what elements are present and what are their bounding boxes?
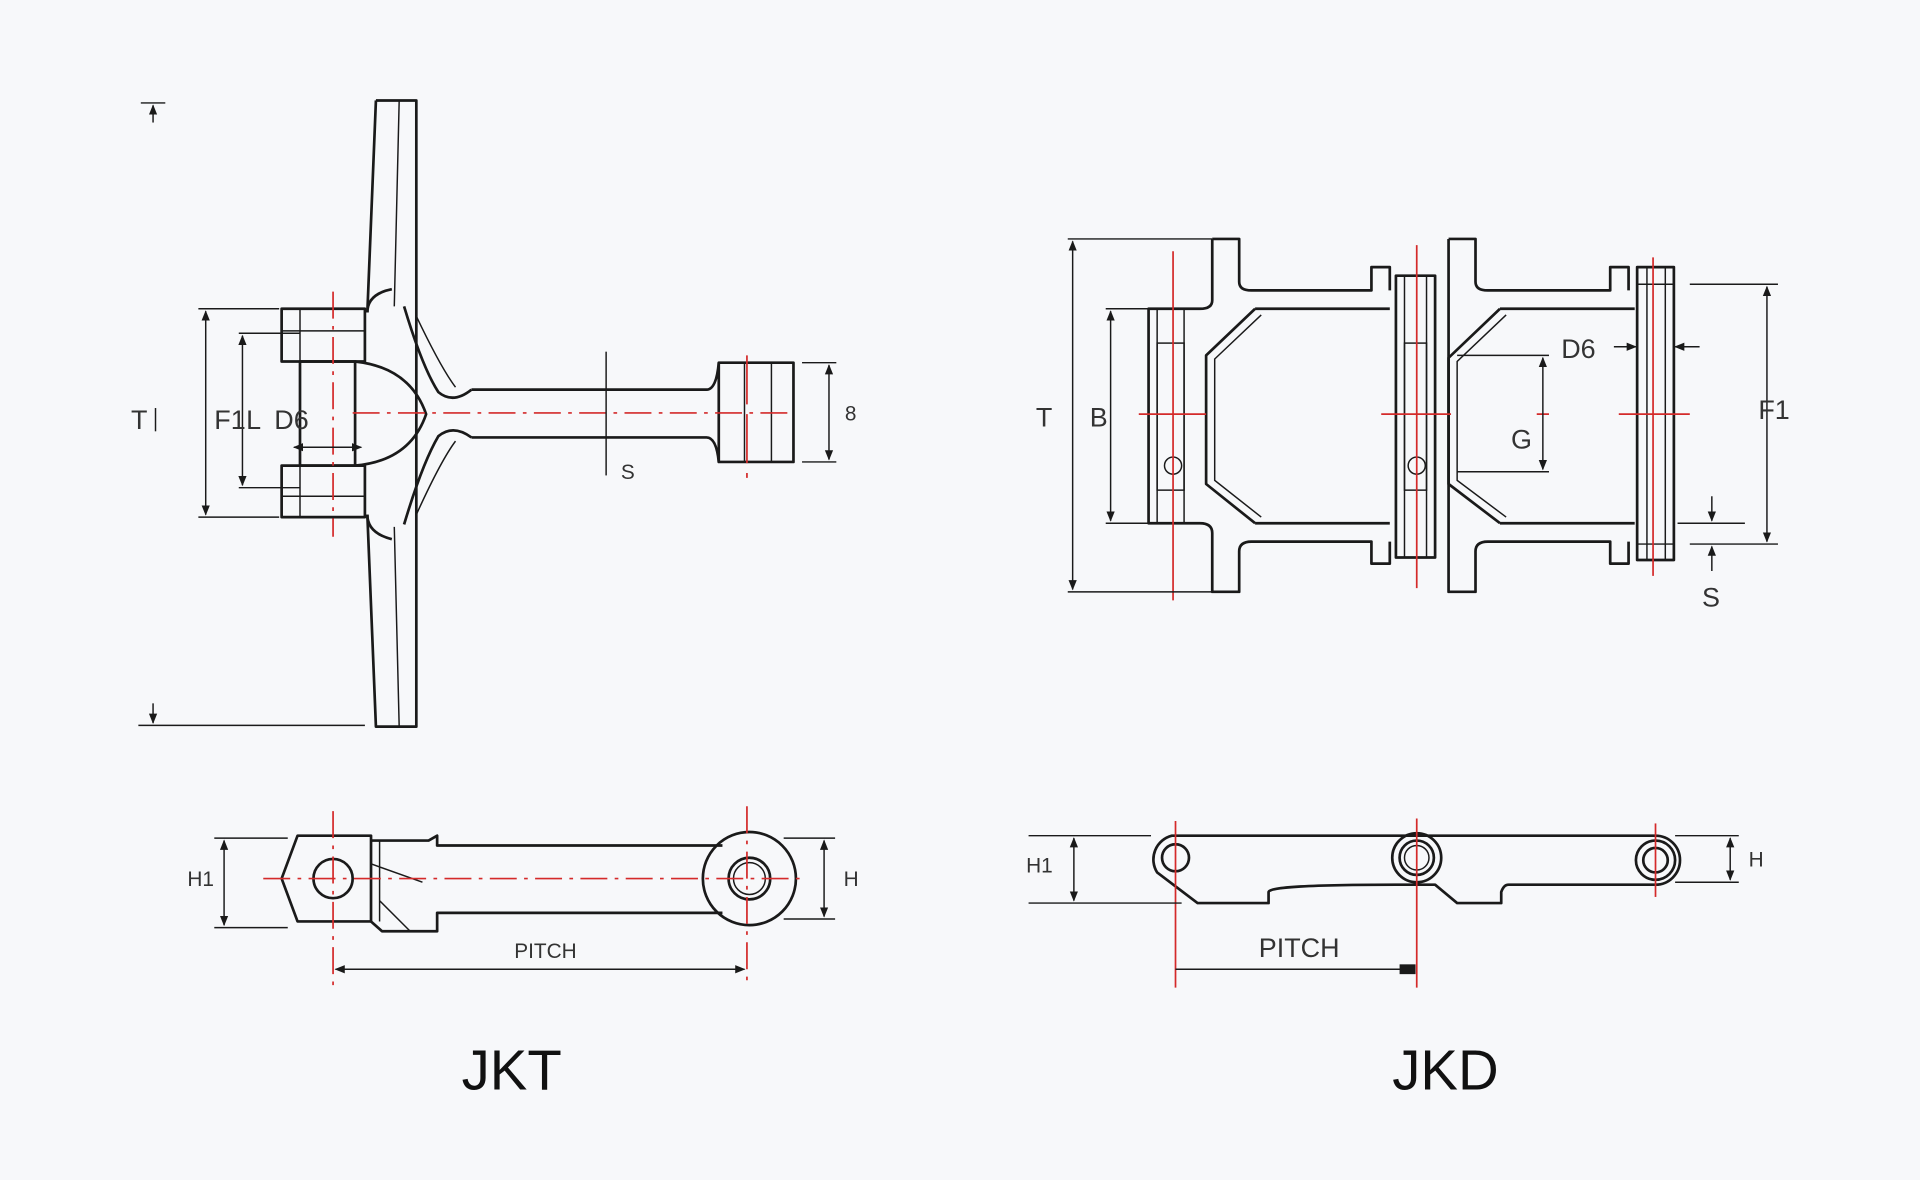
jkd-label-h: H (1749, 848, 1764, 871)
jkt-side-view: H1 H PITCH (187, 806, 859, 988)
jkd-label-f1: F1 (1758, 395, 1789, 425)
jkd-side-view: H1 H PITCH (1026, 818, 1764, 988)
jkt-label-f1: F1 (214, 405, 245, 435)
jkt-title: JKT (462, 1038, 562, 1101)
jkd-label-s: S (1702, 583, 1720, 613)
jkt-label-pitch: PITCH (514, 940, 576, 963)
jkd-centerlines (1138, 245, 1690, 601)
jkd-label-h1: H1 (1026, 854, 1053, 877)
jkt-label-s: S (621, 461, 635, 484)
jkd-label-b: B (1090, 402, 1108, 432)
jkt-flight-bar (366, 99, 418, 728)
jkt-top-view: T F1 L D6 S 8 (131, 99, 857, 728)
jkd-link-left (1147, 237, 1392, 594)
jkt-label-h: H (844, 868, 859, 891)
jkd-top-view: T B D6 G F1 S (1036, 237, 1790, 613)
jkt-dimensions (138, 102, 837, 727)
jkd-label-d6: D6 (1561, 334, 1595, 364)
jkt-label-d6: D6 (274, 405, 308, 435)
jkt-hub (280, 305, 473, 525)
jkd-dimensions (1067, 238, 1778, 593)
jkt-label-t: T (131, 405, 147, 435)
jkd-title: JKD (1392, 1038, 1498, 1101)
jkd-label-g: G (1511, 424, 1532, 454)
jkt-label-h1: H1 (187, 868, 214, 891)
jkd-label-pitch: PITCH (1259, 933, 1340, 963)
jkd-link-right (1447, 237, 1635, 594)
jkt-label-b: 8 (845, 402, 857, 425)
jkt-label-l: L (246, 405, 261, 435)
jkt-centerlines (332, 291, 794, 537)
jkd-label-t: T (1036, 402, 1052, 432)
